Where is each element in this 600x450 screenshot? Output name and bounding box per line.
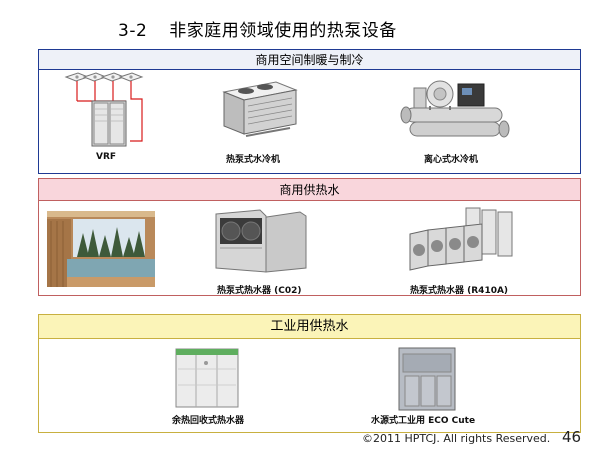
air-cooled-chiller-caption: 热泵式水冷机 xyxy=(226,155,281,165)
r410a-water-heater-image xyxy=(406,206,518,276)
air-cooled-chiller-image xyxy=(220,78,300,144)
page-number: 46 xyxy=(562,428,582,446)
air-cooled-chiller-icon xyxy=(222,81,298,137)
title-text: 非家庭用领域使用的热泵设备 xyxy=(169,21,397,41)
section-commercial-hot-water: 商用供热水 xyxy=(38,178,581,296)
water-source-eco-cute-image xyxy=(396,346,458,412)
section-header: 商用供热水 xyxy=(39,179,580,201)
vrf-image xyxy=(64,71,154,151)
waste-heat-recovery-image xyxy=(172,345,242,411)
section-commercial-hvac: 商用空间制暖与制冷 xyxy=(38,49,581,174)
co2-water-heater-image xyxy=(212,206,308,276)
water-source-eco-cute-caption: 水源式工业用 ECO Cute xyxy=(371,416,476,426)
r410a-water-heater-caption: 热泵式热水器 (R410A) xyxy=(410,286,509,296)
centrifugal-chiller-image xyxy=(400,74,512,144)
section-industrial-hot-water: 工业用供热水 xyxy=(38,314,581,433)
title-number: 3-2 xyxy=(118,21,148,41)
co2-heat-pump-water-heater-icon xyxy=(215,209,307,273)
copyright-footer: ©2011 HPTCJ. All rights Reserved. xyxy=(362,432,551,445)
water-source-eco-cute-unit-icon xyxy=(398,347,456,411)
waste-heat-recovery-caption: 余热回收式热水器 xyxy=(172,416,245,426)
vrf-outdoor-unit-with-ceiling-cassettes-icon xyxy=(64,72,144,147)
bath-interior-photo-icon xyxy=(47,211,155,287)
centrifugal-chiller-icon xyxy=(400,80,510,138)
centrifugal-chiller-caption: 离心式水冷机 xyxy=(424,155,479,165)
page-title: 3-2 非家庭用领域使用的热泵设备 xyxy=(118,16,397,41)
bath-photo xyxy=(47,211,155,287)
section-header: 工业用供热水 xyxy=(39,315,580,339)
section-header: 商用空间制暖与制冷 xyxy=(39,50,580,70)
vrf-caption: VRF xyxy=(96,152,117,162)
co2-water-heater-caption: 热泵式热水器 (C02) xyxy=(217,286,302,296)
r410a-heat-pump-water-heater-icon xyxy=(409,207,513,271)
waste-heat-recovery-water-heater-icon xyxy=(175,348,239,408)
